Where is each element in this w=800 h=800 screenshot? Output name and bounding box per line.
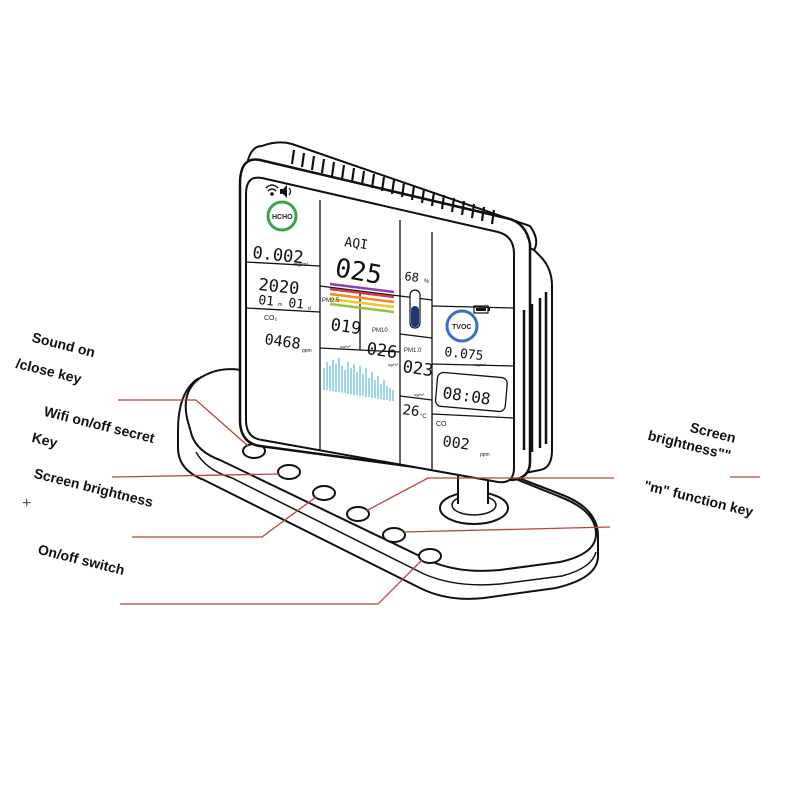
device-buttons [242, 443, 442, 564]
hcho-unit: mg/m³ [294, 262, 309, 268]
pm10-value: 026 [365, 339, 398, 363]
aqi-scale-bars [329, 282, 395, 314]
pm1-label: PM1.0 [404, 348, 422, 354]
brightness-plus-button[interactable] [312, 485, 336, 501]
lcd-screen: HCHO 0.002 mg/m³ AQI 025 68 % 2020 01 m … [246, 184, 514, 472]
clock-box [434, 371, 508, 413]
leader-brightness-plus [132, 496, 317, 538]
co-label: CO [436, 421, 447, 428]
top-vents [290, 149, 496, 225]
humidity-value: 68 [404, 269, 420, 285]
leader-lines [111, 399, 760, 605]
pm10-label: PM10 [372, 328, 388, 334]
humidity-gauge [409, 289, 421, 329]
brightness-minus-button[interactable] [346, 506, 370, 522]
pm25-value: 019 [329, 315, 362, 339]
co2-value: 0468 [263, 330, 301, 353]
aqi-label: AQI [343, 235, 368, 253]
pm25-unit: ug/m³ [340, 344, 351, 349]
label-plus-sign: + [22, 495, 32, 512]
humidity-unit: % [424, 279, 430, 285]
power-button[interactable] [418, 548, 442, 564]
tvoc-unit: mg/m³ [474, 362, 486, 367]
wifi-button[interactable] [277, 464, 301, 480]
day-unit: d [308, 306, 311, 312]
year-value: 2020 [257, 275, 300, 299]
side-vents [522, 292, 548, 452]
co2-label: CO₂ [264, 315, 278, 322]
hcho-ring [266, 200, 298, 232]
hcho-label: HCHO [272, 214, 293, 221]
tvoc-label: TVOC [452, 324, 471, 331]
pm1-unit: ug/m³ [414, 392, 425, 397]
leader-wifi [111, 473, 281, 478]
day-value: 01 [288, 296, 305, 313]
tvoc-ring [445, 309, 479, 343]
temp-unit: °C [420, 414, 427, 420]
pm10-unit: ug/m³ [388, 362, 399, 367]
m-function-button[interactable] [382, 527, 406, 543]
leader-brightness-minus [365, 477, 614, 512]
speaker-icon [280, 185, 292, 198]
leader-sound [118, 399, 249, 447]
co-unit: ppm [480, 452, 490, 458]
pm1-value: 023 [401, 357, 434, 381]
history-chart [323, 358, 394, 401]
leader-onoff [120, 559, 423, 605]
leader-m-function [403, 526, 611, 533]
pm25-label: PM2.5 [322, 298, 340, 304]
temp-value: 26 [401, 402, 420, 420]
wifi-icon [265, 184, 279, 196]
co2-unit: ppm [302, 348, 312, 354]
tvoc-value: 0.075 [444, 345, 484, 364]
month-unit: m [278, 302, 282, 308]
month-value: 01 [258, 293, 275, 310]
co-value: 002 [441, 432, 470, 454]
battery-icon [473, 305, 490, 314]
